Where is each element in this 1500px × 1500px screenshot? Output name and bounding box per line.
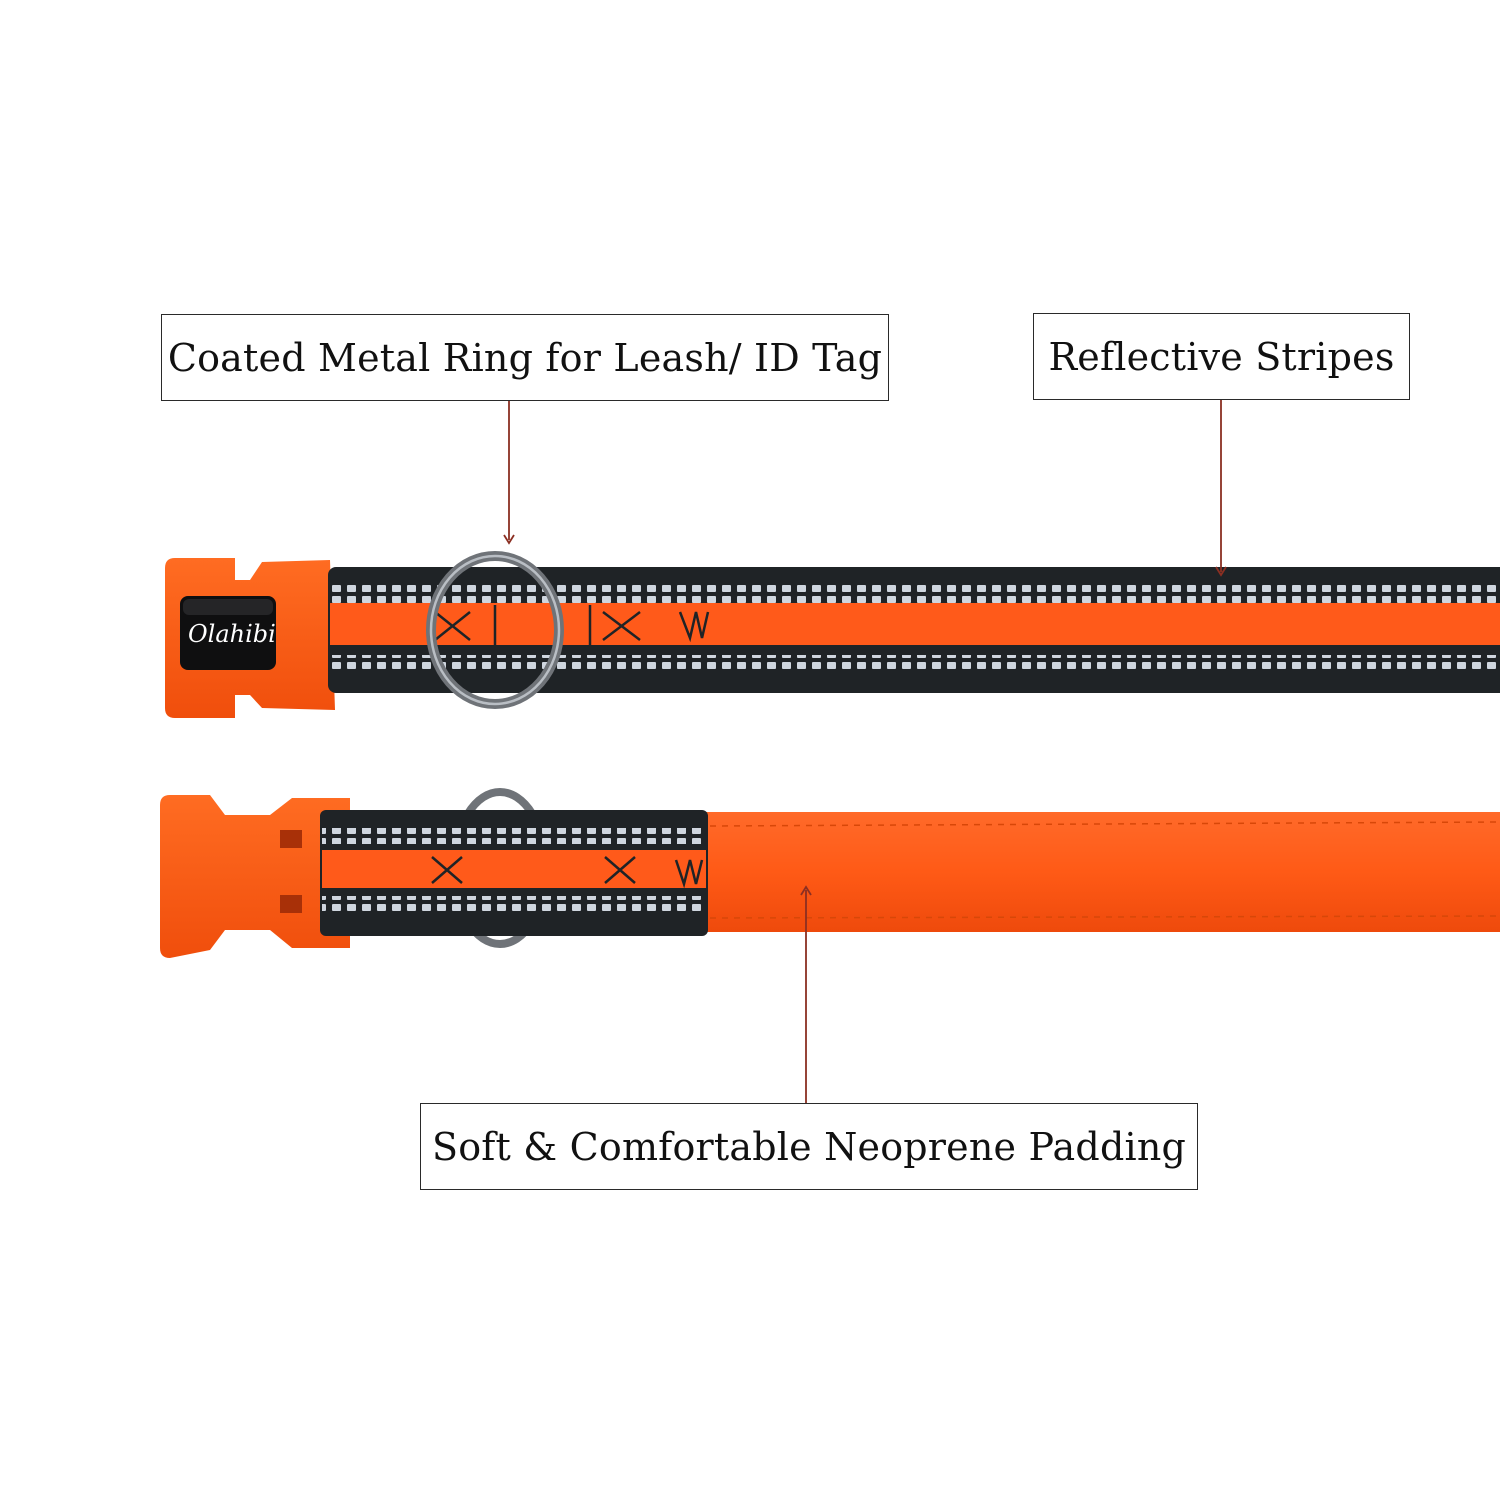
collar-back-view [160,788,1500,958]
callout-metal-ring-label: Coated Metal Ring for Leash/ ID Tag [161,314,889,401]
collar-front-view: Olahibi [165,551,1500,718]
leader-lines [503,400,1227,1103]
callout-neoprene-padding-label: Soft & Comfortable Neoprene Padding [420,1103,1198,1190]
buckle-front [165,558,335,718]
buckle-back [160,795,350,958]
orange-center-stripe [330,603,1500,645]
callout-reflective-stripes-label: Reflective Stripes [1033,313,1410,400]
reflective-stripe-lower [330,655,1500,673]
box-stitching [434,605,710,645]
brand-logo-text: Olahibi [188,620,276,648]
reflective-stripe-upper [330,585,1500,603]
